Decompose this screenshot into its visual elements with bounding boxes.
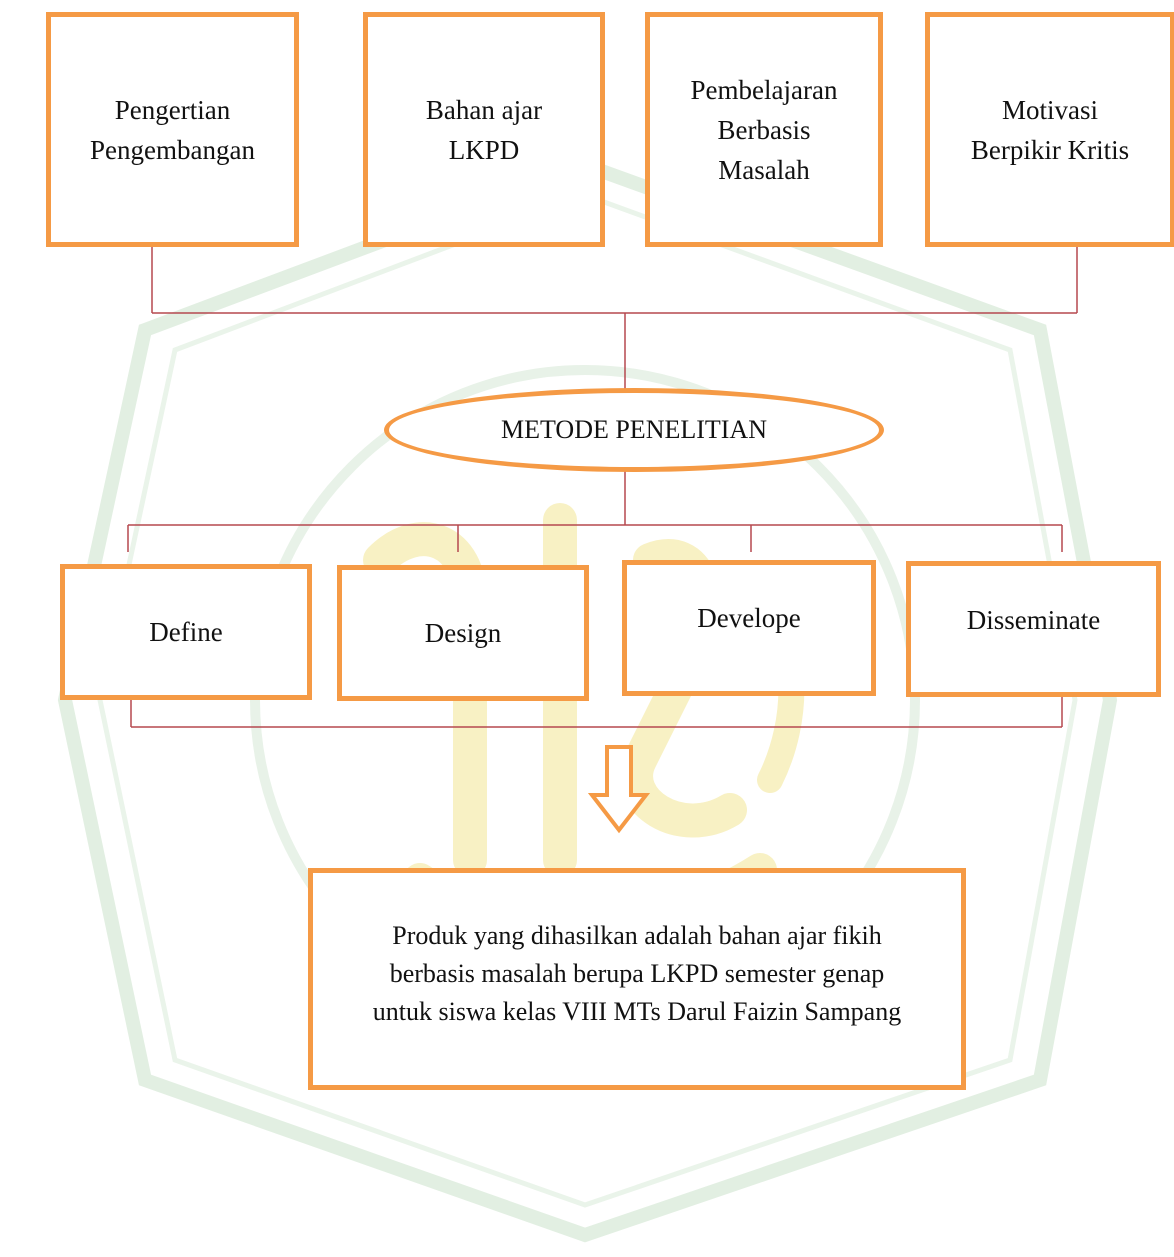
stage-box-label: Develope [697, 603, 801, 633]
down-arrow-icon [588, 745, 650, 834]
top-box-label: Pengertian Pengembangan [90, 94, 255, 165]
metode-penelitian-oval: METODE PENELITIAN [384, 388, 884, 472]
top-box-label: Motivasi Berpikir Kritis [970, 94, 1130, 165]
result-box-label: Produk yang dihasilkan adalah bahan ajar… [372, 921, 902, 1026]
top-box-pembelajaran-berbasis-masalah: Pembelajaran Berbasis Masalah [645, 12, 883, 247]
stage-box-define: Define [60, 564, 312, 700]
top-box-bahan-ajar-lkpd: Bahan ajar LKPD [363, 12, 605, 247]
stage-box-disseminate: Disseminate [906, 561, 1161, 697]
result-box: Produk yang dihasilkan adalah bahan ajar… [308, 868, 966, 1090]
top-box-label: Pembelajaran Berbasis Masalah [690, 74, 838, 185]
top-box-label: Bahan ajar LKPD [425, 94, 543, 165]
stage-box-design: Design [337, 565, 589, 701]
top-box-pengertian-pengembangan: Pengertian Pengembangan [46, 12, 299, 247]
top-box-motivasi-berpikir-kritis: Motivasi Berpikir Kritis [925, 12, 1174, 247]
stage-box-label: Design [424, 618, 502, 648]
stage-box-develope: Develope [622, 560, 876, 696]
stage-box-label: Define [149, 617, 223, 647]
stage-box-label: Disseminate [966, 605, 1101, 635]
oval-label: METODE PENELITIAN [501, 415, 767, 444]
